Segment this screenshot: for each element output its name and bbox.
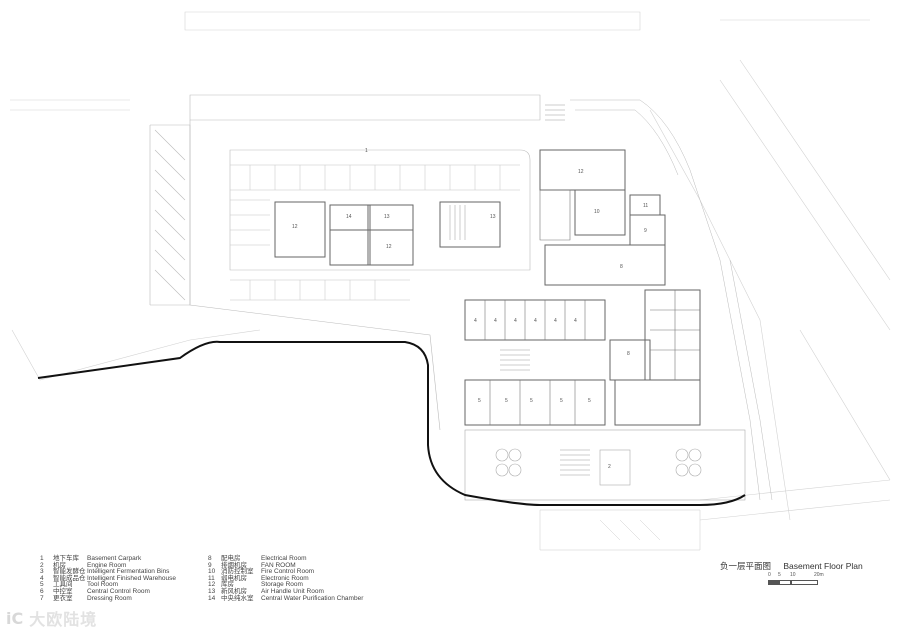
engine-room-area	[464, 429, 746, 501]
stairs	[449, 104, 590, 476]
room-number: 5	[478, 398, 481, 404]
room-partitions	[484, 189, 700, 425]
room-number-labels: 1 2 4 4 4 4 4 4 5 5 5 5 5 8 8 9 10 11 12…	[292, 148, 648, 470]
south-landscape	[539, 509, 701, 551]
room-number: 12	[578, 169, 584, 175]
plan-title-en: Basement Floor Plan	[783, 561, 863, 571]
scale-segment	[790, 580, 818, 585]
room-number: 13	[384, 214, 390, 220]
room-number: 10	[594, 209, 600, 215]
room-number: 5	[560, 398, 563, 404]
watermark-logo-icon: iC	[6, 608, 24, 628]
room-number: 1	[365, 148, 368, 154]
plan-title-cn: 负一层平面图	[720, 561, 772, 571]
room-number: 4	[554, 318, 557, 324]
scale-bar: 0 5 10 20m	[768, 572, 828, 586]
room-number: 4	[534, 318, 537, 324]
watermark-text: 大欧陆境	[29, 610, 98, 629]
scale-label: 5	[778, 572, 781, 578]
room-number: 9	[644, 228, 647, 234]
watermark: iC 大欧陆境	[6, 606, 97, 630]
room-number: 13	[490, 214, 496, 220]
site-context-lines	[10, 11, 891, 521]
east-ramp	[570, 99, 773, 501]
retaining-wall	[37, 340, 746, 506]
scale-label: 10	[790, 572, 796, 578]
room-number: 4	[574, 318, 577, 324]
carpark-outline	[149, 94, 541, 431]
room-number: 4	[494, 318, 497, 324]
room-number: 8	[627, 351, 630, 357]
room-number: 5	[530, 398, 533, 404]
plan-title: 负一层平面图 Basement Floor Plan	[720, 560, 863, 572]
rooms-walls	[274, 149, 701, 426]
scale-segment	[778, 580, 792, 585]
room-number: 5	[588, 398, 591, 404]
room-number: 12	[292, 224, 298, 230]
scale-segment	[768, 580, 780, 585]
room-number: 4	[514, 318, 517, 324]
scale-label: 0	[768, 572, 771, 578]
room-number: 8	[620, 264, 623, 270]
room-number: 11	[643, 203, 648, 209]
scale-label: 20m	[814, 572, 824, 578]
room-number: 5	[505, 398, 508, 404]
room-number: 12	[386, 244, 392, 250]
parking-stalls	[230, 164, 520, 301]
room-number: 2	[608, 464, 611, 470]
room-number: 14	[346, 214, 352, 220]
room-number: 4	[474, 318, 477, 324]
